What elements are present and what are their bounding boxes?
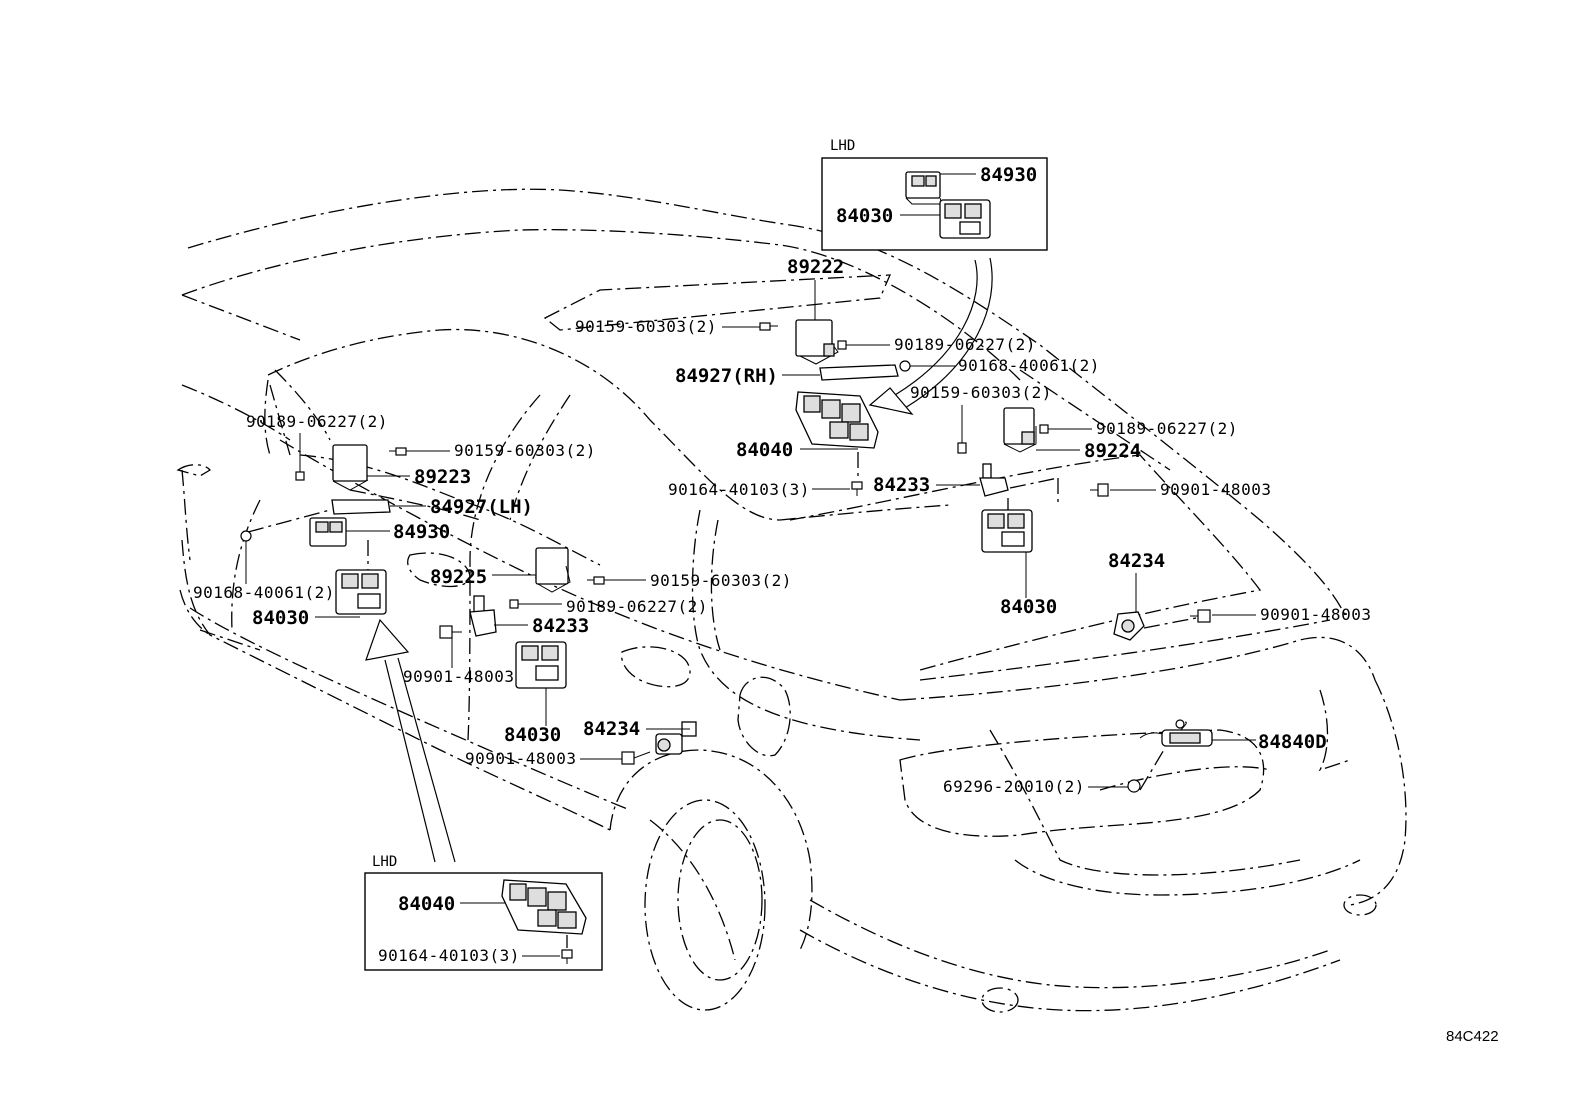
label-69296-20010: 69296-20010(2) [943, 777, 1085, 796]
screw-90164-main-icon [851, 481, 863, 496]
label-90164-40103-inset: 90164-40103(3) [378, 946, 520, 965]
label-84233-right: 84233 [873, 474, 930, 496]
screw-90901-c-icon [439, 625, 462, 639]
screw-90164-inset-icon [561, 949, 573, 964]
part-84234-mid-icon [655, 721, 697, 755]
arrow-bottom-inset [365, 618, 456, 863]
label-90901-48003-b: 90901-48003 [1260, 605, 1371, 624]
part-84233-left-icon [469, 595, 497, 637]
label-89223: 89223 [414, 466, 471, 488]
part-84030-mid-icon [515, 641, 567, 689]
label-90159-60303-a: 90159-60303(2) [575, 317, 717, 336]
label-90901-48003-a: 90901-48003 [1160, 480, 1271, 499]
label-90189-06227-b: 90189-06227(2) [1096, 419, 1238, 438]
screw-90901-a-icon [1090, 483, 1109, 497]
screw-90901-b-icon [1190, 609, 1211, 623]
label-90168-40061-b: 90168-40061(2) [193, 583, 335, 602]
label-90901-48003-d: 90901-48003 [465, 749, 576, 768]
part-84040-inset-icon [501, 879, 587, 935]
part-84930-top-icon [905, 171, 943, 205]
clip-69296-icon [1127, 779, 1141, 793]
label-84233-left: 84233 [532, 615, 589, 637]
part-84030-right-icon [981, 509, 1033, 553]
label-84040-main: 84040 [736, 439, 793, 461]
screw-90189-b-icon [1039, 424, 1049, 434]
car-body-outline [176, 188, 1407, 1013]
label-90189-06227-c: 90189-06227(2) [246, 412, 388, 431]
lhd-inset-top: LHD 84930 84030 [821, 138, 1048, 251]
label-90159-60303-b: 90159-60303(2) [910, 383, 1052, 402]
inset-title-bottom: LHD [372, 854, 397, 870]
label-84234-mid: 84234 [583, 718, 640, 740]
label-84030-right: 84030 [1000, 596, 1057, 618]
part-89225-icon [535, 547, 571, 593]
part-89223-icon [332, 444, 369, 491]
part-84030-top-icon [939, 199, 991, 239]
label-84040-inset: 84040 [398, 893, 455, 915]
part-84040-main-icon [795, 391, 879, 449]
screw-90189-d-icon [509, 599, 519, 609]
part-84234-right-icon [1113, 611, 1145, 641]
part-84840d-icon [1139, 719, 1213, 747]
part-84030-left-icon [335, 569, 387, 615]
label-84030-mid: 84030 [504, 724, 561, 746]
screw-90159-b-icon [957, 442, 967, 454]
arrow-top-inset [868, 257, 993, 415]
part-89222-icon [795, 319, 839, 365]
label-89224: 89224 [1084, 440, 1141, 462]
label-84930-top: 84930 [980, 164, 1037, 186]
label-90164-40103-main: 90164-40103(3) [668, 480, 810, 499]
label-90189-06227-a: 90189-06227(2) [894, 335, 1036, 354]
label-84234-right: 84234 [1108, 550, 1165, 572]
label-90159-60303-d: 90159-60303(2) [650, 571, 792, 590]
label-84840d: 84840D [1258, 731, 1327, 753]
label-89222: 89222 [787, 256, 844, 278]
screw-90901-d-icon [621, 751, 651, 765]
label-84927-lh: 84927(LH) [430, 496, 533, 518]
screw-90159-a-icon [759, 322, 778, 331]
label-84927-rh: 84927(RH) [675, 365, 778, 387]
label-90168-40061-a: 90168-40061(2) [958, 356, 1100, 375]
diagram-id: 84C422 [1446, 1028, 1499, 1045]
screw-90168-b-icon [240, 530, 252, 542]
part-84927-lh-icon [331, 499, 391, 515]
part-89224-icon [1003, 407, 1037, 453]
part-84233-right-icon [979, 463, 1009, 497]
screw-90159-c-icon [389, 447, 407, 456]
screw-90189-a-icon [837, 340, 847, 350]
part-84927-rh-icon [819, 360, 911, 381]
part-84930-left-icon [309, 517, 347, 547]
inset-title-top: LHD [830, 138, 855, 154]
label-89225: 89225 [430, 566, 487, 588]
lhd-inset-bottom: LHD 84040 90164-40103(3) [364, 854, 603, 971]
screw-90189-c-icon [295, 471, 305, 481]
label-90189-06227-d: 90189-06227(2) [566, 597, 708, 616]
label-84930-left: 84930 [393, 521, 450, 543]
screw-90159-d-icon [587, 576, 605, 585]
label-84030-top: 84030 [836, 205, 893, 227]
label-90159-60303-c: 90159-60303(2) [454, 441, 596, 460]
label-84030-left: 84030 [252, 607, 309, 629]
label-90901-48003-c: 90901-48003 [403, 667, 514, 686]
